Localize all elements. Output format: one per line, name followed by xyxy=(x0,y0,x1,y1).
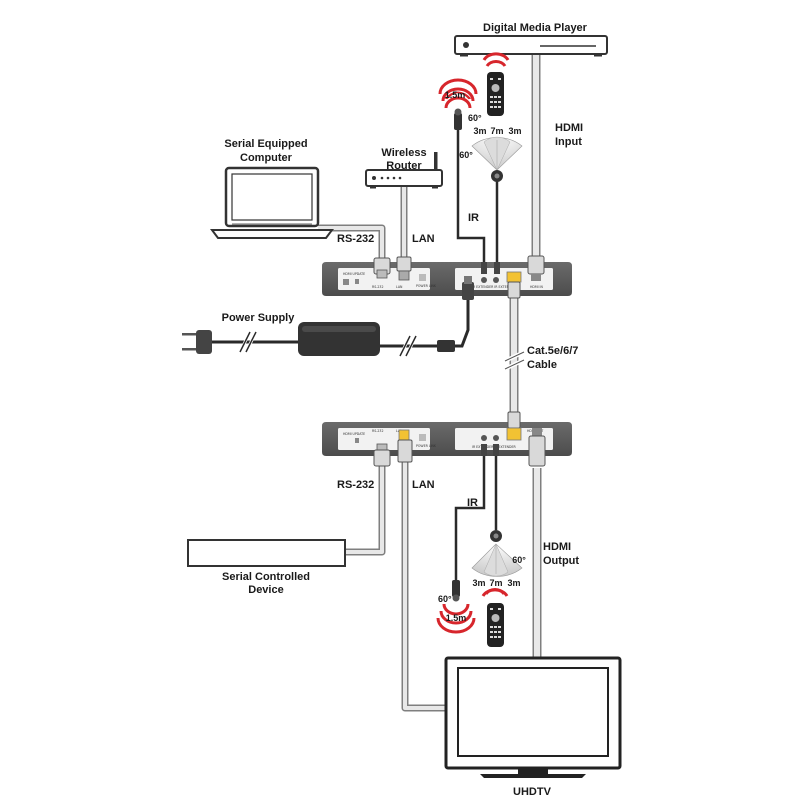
rx-ir-connectors-icon xyxy=(481,444,499,456)
ir-receiver-bottom-left-range: 3m xyxy=(472,578,485,588)
serial-controlled-device-icon xyxy=(187,539,346,567)
power-supply-label: Power Supply xyxy=(222,312,296,324)
hdmi-input-label-line1: HDMI xyxy=(555,122,583,134)
cat-cable-label-line1: Cat.5e/6/7 xyxy=(527,345,578,357)
power-supply-icon xyxy=(182,322,455,357)
ir-emitter-top-distance: 1.5m xyxy=(445,90,466,100)
ir-receiver-top-center-range: 7m xyxy=(490,126,503,136)
rx-rs232-connector-icon xyxy=(373,443,391,467)
serial-device-label-line2: Device xyxy=(248,584,283,596)
tx-power-connector-icon xyxy=(462,276,474,300)
ir-top-label: IR xyxy=(468,212,479,224)
ir-emitter-bottom-distance: 1.5m xyxy=(446,613,467,623)
ir-receiver-bottom-angle: 60° xyxy=(512,555,526,565)
cat-cable-label-line2: Cable xyxy=(527,359,557,371)
rx-lan-connector-icon xyxy=(397,429,413,463)
rx-hdmi-connector-icon xyxy=(528,428,546,467)
lan-bottom-label: LAN xyxy=(412,479,435,491)
tx-hdmi-port-text: HDMI IN xyxy=(530,285,543,289)
tx-lan-port-text: LAN xyxy=(396,285,403,289)
ir-receiver-bottom-icon xyxy=(471,530,523,577)
rx-left-small-text: HDMI UPDATE xyxy=(343,432,365,436)
ir-emitter-bottom-angle: 60° xyxy=(438,594,452,604)
rs232-bottom-label: RS-232 xyxy=(337,479,374,491)
ir-receiver-top-angle: 60° xyxy=(459,150,473,160)
tx-rs232-connector-icon xyxy=(373,257,391,279)
remote-control-top-icon xyxy=(482,52,510,116)
rs232-top-label: RS-232 xyxy=(337,233,374,245)
tx-cat-connector-icon xyxy=(506,271,522,299)
tx-ir-connectors-icon xyxy=(481,262,500,274)
wireless-router-label-line1: Wireless xyxy=(381,147,426,159)
ir-receiver-top-right-range: 3m xyxy=(508,126,521,136)
tx-led-text: POWER LINK xyxy=(416,284,437,288)
uhdtv-icon xyxy=(444,656,622,778)
serial-computer-label-line1: Serial Equipped xyxy=(224,138,307,150)
ir-receiver-bottom-right-range: 3m xyxy=(507,578,520,588)
rx-cat-connector-icon xyxy=(506,411,522,441)
rx-rs232-port-text: RS-232 xyxy=(372,429,383,433)
remote-control-bottom-icon xyxy=(481,588,509,647)
tx-lan-connector-icon xyxy=(396,256,412,281)
hdmi-output-label-line1: HDMI xyxy=(543,541,571,553)
tx-left-small-text: HDMI UPDATE xyxy=(343,272,365,276)
ir-receiver-top-left-range: 3m xyxy=(473,126,486,136)
cables xyxy=(212,52,542,712)
digital-media-player-icon xyxy=(454,35,608,57)
ir-receiver-top-icon xyxy=(471,136,523,182)
tx-ir-ports-text: IR EXTENDER IR EXTENDER xyxy=(472,285,516,289)
ir-emitter-top-icon xyxy=(438,78,478,130)
laptop-icon xyxy=(210,166,334,239)
uhdtv-label: UHDTV xyxy=(513,786,552,798)
rx-led-text: POWER LINK xyxy=(416,444,437,448)
serial-device-label-line1: Serial Controlled xyxy=(222,571,310,583)
hdmi-output-label-line2: Output xyxy=(543,555,579,567)
tx-hdmi-connector-icon xyxy=(527,255,545,281)
wireless-router-icon xyxy=(365,152,443,189)
ir-bottom-label: IR xyxy=(467,497,478,509)
digital-media-player-label: Digital Media Player xyxy=(483,22,588,34)
lan-top-label: LAN xyxy=(412,233,435,245)
ir-emitter-bottom-icon xyxy=(436,580,476,634)
hdmi-input-label-line2: Input xyxy=(555,136,582,148)
wireless-router-label-line2: Router xyxy=(386,160,422,172)
ir-receiver-bottom-center-range: 7m xyxy=(489,578,502,588)
ir-emitter-top-angle: 60° xyxy=(468,113,482,123)
serial-computer-label-line2: Computer xyxy=(240,152,293,164)
tx-rs232-port-text: RS-232 xyxy=(372,285,383,289)
